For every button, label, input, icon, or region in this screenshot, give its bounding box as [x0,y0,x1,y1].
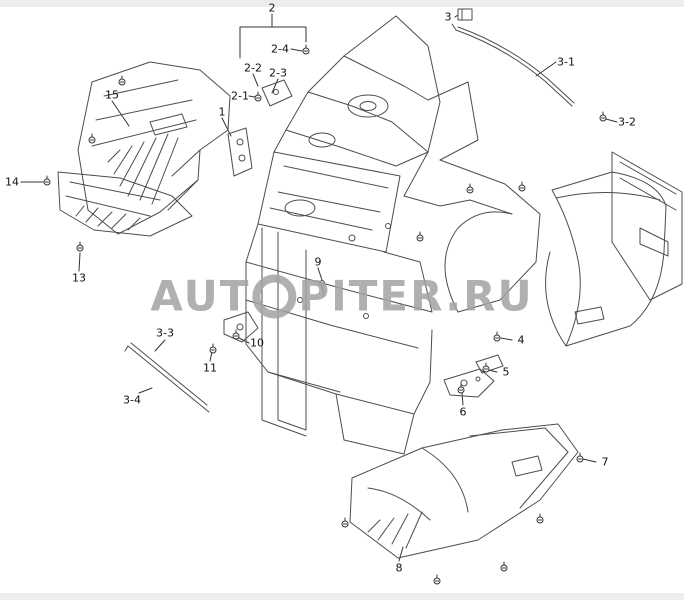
bracket-1 [227,127,253,177]
bracket-10 [223,311,259,343]
lower-splash-shield [57,171,193,237]
bolt-9 [319,280,325,297]
watermark-text-right: PITER.RU [298,271,534,321]
leader-lines [20,13,618,562]
front-fender [545,171,667,347]
body-structure [245,15,541,455]
clip-3 [457,8,473,21]
top-edge-strip [0,0,684,7]
watermark-ring-icon [252,274,297,318]
bottom-splash-shield [349,423,579,559]
hinge-bracket-2 [261,79,293,107]
bracket-6 [443,368,495,398]
watermark: AUT PITER.RU [150,272,533,321]
side-rail [611,151,683,301]
bottom-edge-strip [0,593,684,600]
watermark-text-left: AUT [150,271,251,321]
bracket-5 [475,354,504,374]
cowl-seal-strip [124,342,210,413]
upper-splash-shield [77,61,231,235]
hood-seal-rod [451,23,575,107]
